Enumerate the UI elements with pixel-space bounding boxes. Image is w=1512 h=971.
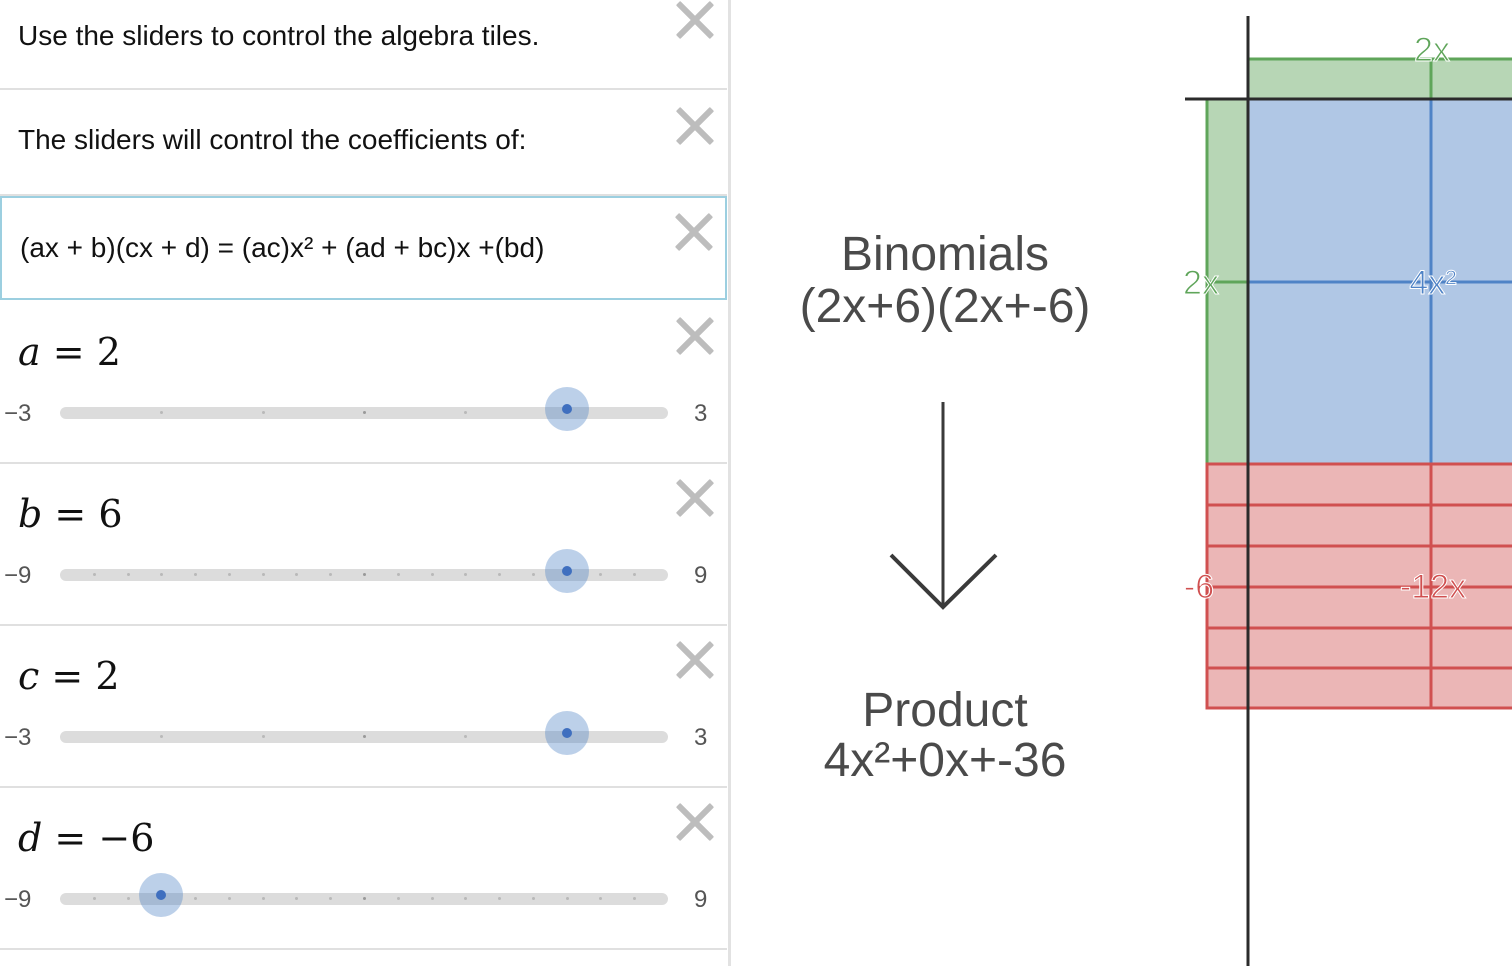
tile-top-x bbox=[1246, 57, 1512, 101]
slider-handle[interactable] bbox=[544, 549, 589, 593]
note-item-1[interactable]: Use the sliders to control the algebra t… bbox=[0, 0, 727, 90]
slider-tick bbox=[160, 411, 164, 414]
slider-max-label[interactable]: 3 bbox=[694, 400, 708, 427]
slider-tick bbox=[227, 897, 231, 900]
slider-min-label[interactable]: −9 bbox=[4, 886, 32, 913]
slider-tick bbox=[92, 897, 96, 900]
down-arrow-icon bbox=[889, 402, 998, 610]
slider-tick bbox=[599, 897, 603, 900]
slider-tick bbox=[464, 897, 468, 900]
slider-tick bbox=[295, 897, 299, 900]
slider-expression[interactable]: b = 6 bbox=[18, 492, 123, 536]
slider-min-label[interactable]: −3 bbox=[4, 400, 32, 427]
slider-tick bbox=[531, 573, 535, 576]
slider-expression[interactable]: a = 2 bbox=[18, 330, 121, 374]
slider-tick bbox=[329, 573, 333, 576]
slider-max-label[interactable]: 9 bbox=[694, 562, 708, 589]
slider-tick bbox=[633, 573, 637, 576]
slider-tick bbox=[194, 897, 198, 900]
graph-svg: Binomials (2x+6)(2x+-6) Product 4x²+0x+-… bbox=[800, 16, 1512, 966]
slider-tick bbox=[295, 573, 299, 576]
slider-tick bbox=[565, 897, 569, 900]
slider-expression[interactable]: d = −6 bbox=[18, 816, 155, 860]
product-title: Product bbox=[862, 684, 1027, 737]
note-item-2[interactable]: The sliders will control the coefficient… bbox=[0, 90, 727, 196]
slider-min-label[interactable]: −9 bbox=[4, 562, 32, 589]
close-icon[interactable] bbox=[673, 638, 717, 682]
label-left-x: 2x bbox=[1183, 264, 1219, 302]
slider-tick bbox=[227, 573, 231, 576]
close-icon[interactable] bbox=[673, 104, 717, 148]
slider-tick bbox=[464, 573, 468, 576]
slider-tick bbox=[160, 573, 164, 576]
slider-max-label[interactable]: 3 bbox=[694, 724, 708, 751]
close-icon[interactable] bbox=[673, 800, 717, 844]
slider-tick bbox=[363, 735, 366, 738]
slider-item-d[interactable]: d = −6 −9 9 bbox=[0, 788, 727, 950]
slider-expression[interactable]: c = 2 bbox=[18, 654, 120, 698]
slider-tick bbox=[261, 573, 265, 576]
slider-max-label[interactable]: 9 bbox=[694, 886, 708, 913]
label-top-x: 2x bbox=[1414, 31, 1450, 69]
slider-tick bbox=[329, 897, 333, 900]
slider-tick bbox=[363, 573, 366, 576]
label-constant: -6 bbox=[1184, 568, 1214, 606]
slider-tick bbox=[396, 573, 400, 576]
slider-handle[interactable] bbox=[544, 387, 589, 431]
note-text: The sliders will control the coefficient… bbox=[18, 124, 527, 155]
slider-tick bbox=[261, 411, 265, 414]
slider-tick bbox=[498, 897, 502, 900]
label-x-term: -12x bbox=[1400, 568, 1466, 606]
note-text: (ax + b)(cx + d) = (ac)x² + (ad + bc)x +… bbox=[20, 232, 545, 263]
slider-tick bbox=[430, 897, 434, 900]
slider-tick bbox=[160, 735, 164, 738]
slider-tick bbox=[194, 573, 198, 576]
slider-tick bbox=[92, 573, 96, 576]
slider-tick bbox=[531, 897, 535, 900]
slider-tick bbox=[396, 897, 400, 900]
slider-item-c[interactable]: c = 2 −3 3 bbox=[0, 626, 727, 788]
slider-min-label[interactable]: −3 bbox=[4, 724, 32, 751]
slider-tick bbox=[464, 735, 468, 738]
binomials-title: Binomials bbox=[841, 228, 1049, 281]
product-expression: 4x²+0x+-36 bbox=[824, 734, 1067, 787]
slider-tick bbox=[430, 573, 434, 576]
close-icon[interactable] bbox=[673, 314, 717, 358]
close-icon[interactable] bbox=[673, 0, 717, 42]
slider-item-b[interactable]: b = 6 −9 9 bbox=[0, 464, 727, 626]
slider-tick bbox=[261, 897, 265, 900]
slider-tick bbox=[126, 573, 130, 576]
close-icon[interactable] bbox=[672, 210, 716, 254]
slider-tick bbox=[599, 573, 603, 576]
graph-paper[interactable]: Binomials (2x+6)(2x+-6) Product 4x²+0x+-… bbox=[731, 0, 1512, 966]
slider-item-a[interactable]: a = 2 −3 3 bbox=[0, 300, 727, 464]
slider-tick bbox=[363, 411, 366, 414]
slider-handle[interactable] bbox=[139, 873, 184, 917]
slider-handle[interactable] bbox=[544, 711, 589, 755]
slider-tick bbox=[363, 897, 366, 900]
slider-tick bbox=[633, 897, 637, 900]
slider-tick bbox=[126, 897, 130, 900]
expression-list: Use the sliders to control the algebra t… bbox=[0, 0, 731, 966]
slider-tick bbox=[498, 573, 502, 576]
binomials-expression: (2x+6)(2x+-6) bbox=[800, 280, 1091, 333]
close-icon[interactable] bbox=[673, 476, 717, 520]
note-text: Use the sliders to control the algebra t… bbox=[18, 20, 540, 51]
note-item-3[interactable]: (ax + b)(cx + d) = (ac)x² + (ad + bc)x +… bbox=[0, 196, 727, 300]
slider-tick bbox=[261, 735, 265, 738]
slider-tick bbox=[464, 411, 468, 414]
label-x-squared: 4x² bbox=[1409, 264, 1456, 302]
